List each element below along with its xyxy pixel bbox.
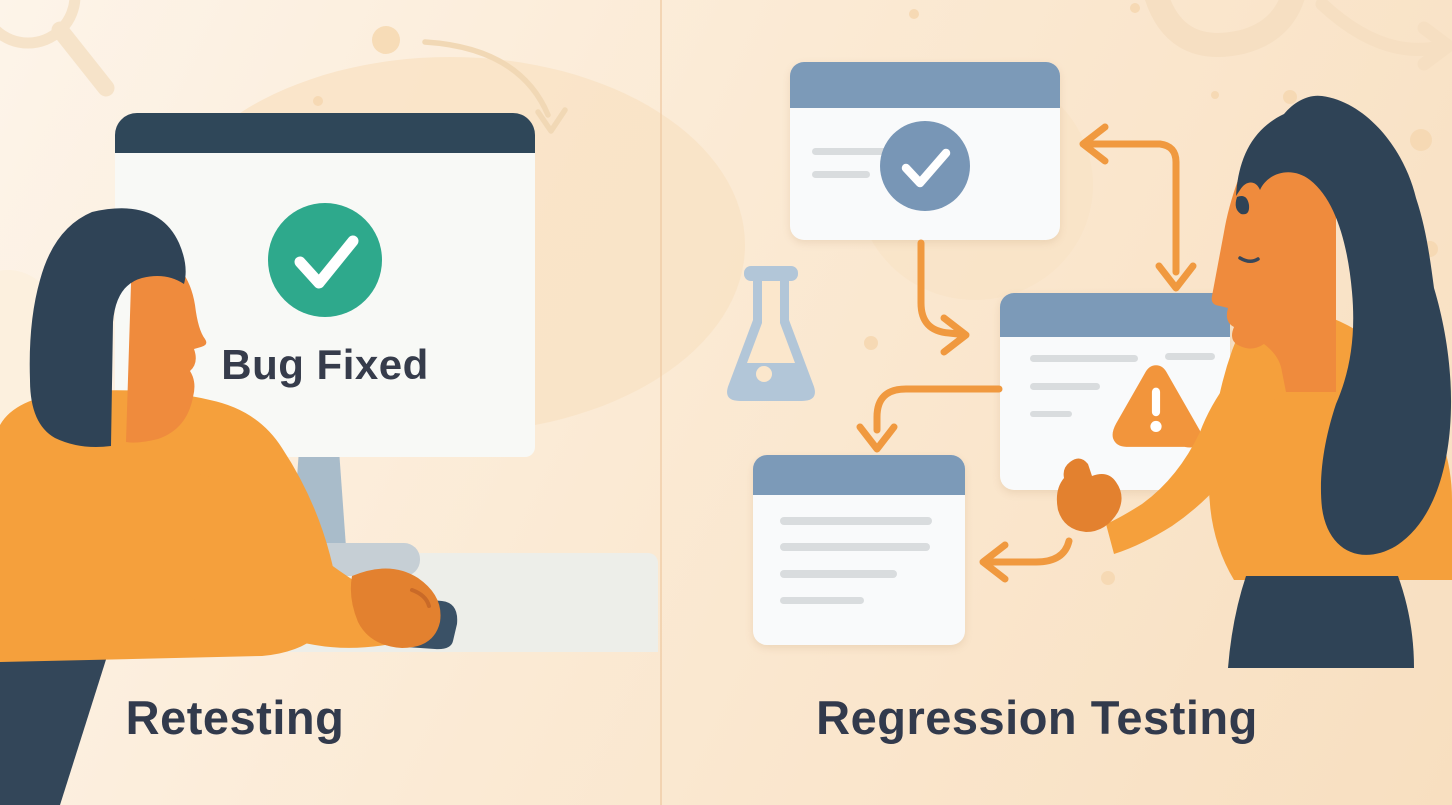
text-line — [1030, 383, 1100, 390]
window-header — [753, 455, 965, 495]
man-arm — [152, 469, 402, 648]
text-line — [1030, 411, 1072, 417]
man-hair — [29, 208, 186, 447]
curved-decor-top-right — [1145, 0, 1452, 71]
woman-arm — [1106, 356, 1282, 554]
window-header — [790, 62, 1060, 108]
decor-dot — [372, 26, 400, 54]
window-warning — [1000, 293, 1230, 490]
retesting-label: Retesting — [125, 691, 345, 744]
text-line — [1030, 355, 1138, 362]
monitor-bezel — [115, 113, 535, 153]
woman-eye — [1235, 196, 1250, 215]
check-circle-icon — [880, 121, 970, 211]
woman-skirt — [1228, 576, 1414, 668]
text-line — [812, 171, 870, 178]
arrow-warning-to-document — [856, 385, 1003, 453]
woman-mouth — [1238, 256, 1260, 263]
text-line — [1165, 353, 1215, 360]
check-circle-icon — [268, 203, 382, 317]
arrow-check-to-warning — [917, 239, 970, 356]
text-line — [780, 597, 864, 604]
hand-detail — [410, 588, 431, 608]
flask-icon — [727, 266, 815, 401]
text-line — [780, 543, 930, 551]
curved-arrow-decor-left — [422, 39, 568, 134]
regression-testing-label: Regression Testing — [816, 691, 1258, 744]
text-line — [812, 148, 898, 155]
text-line — [780, 517, 932, 525]
arrow-return-down — [1079, 123, 1197, 292]
arrow-loop-back — [979, 537, 1073, 583]
man-hand — [350, 568, 441, 648]
magnifier-icon — [0, 0, 115, 97]
warning-triangle-icon — [1112, 365, 1203, 448]
man-face — [126, 251, 207, 443]
text-line — [780, 570, 897, 578]
window-document — [753, 455, 965, 645]
woman-hair — [1236, 95, 1452, 555]
woman-hand-pointing — [1056, 458, 1122, 532]
window-check — [790, 62, 1060, 240]
bug-fixed-text: Bug Fixed — [221, 341, 429, 388]
window-header — [1000, 293, 1230, 337]
